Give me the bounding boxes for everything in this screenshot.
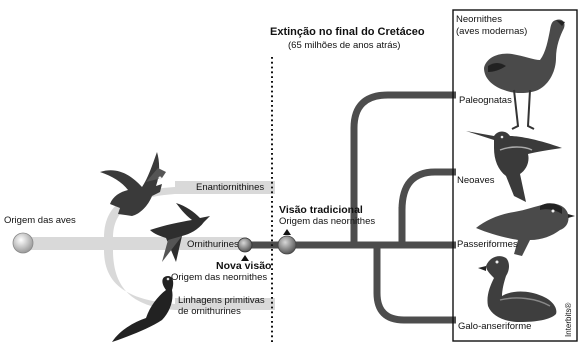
group-passeriformes: Passeriformes: [457, 239, 518, 250]
group-galo-anseriforme: Galo-anseriforme: [458, 321, 532, 332]
duck-icon: [478, 256, 557, 322]
group-neoaves: Neoaves: [457, 175, 495, 186]
new-view-node: [237, 237, 253, 253]
traditional-view-marker: [283, 229, 291, 235]
origin-node: [12, 232, 34, 254]
group-paleognatas: Paleognatas: [459, 95, 512, 106]
diving-bird-icon: [112, 276, 174, 342]
ornithurines-label: Ornithurines: [187, 239, 239, 250]
neornithes-header-2: (aves modernas): [456, 26, 528, 37]
credit-label: Interbits®: [564, 302, 573, 337]
swallow-icon: [150, 203, 210, 262]
new-view-desc: Origem das neornithes: [171, 272, 268, 283]
neornithes-tree: [245, 91, 456, 324]
sparrow-icon: [476, 203, 575, 256]
new-view-marker: [241, 255, 249, 261]
traditional-view-title: Visão tradicional: [279, 204, 363, 216]
new-view-title: Nova visão: [216, 260, 272, 272]
enantiornithines-label: Enantiornithines: [196, 182, 265, 193]
traditional-view-desc: Origem das neornithes: [279, 216, 376, 227]
traditional-view-node: [277, 235, 297, 255]
extinction-title: Extinção no final do Cretáceo: [270, 26, 425, 38]
hummingbird-icon: [466, 131, 562, 202]
primitive-lineages-label-2: de ornithurines: [178, 306, 241, 317]
primitive-lineages-label-1: Linhagens primitivas: [178, 295, 265, 306]
bird-of-prey-icon: [100, 152, 166, 216]
neornithes-box: [452, 9, 578, 342]
origin-label: Origem das aves: [4, 215, 76, 226]
neornithes-header-1: Neornithes: [456, 14, 502, 25]
ostrich-icon: [484, 19, 565, 130]
extinction-subtitle: (65 milhões de anos atrás): [288, 40, 401, 51]
